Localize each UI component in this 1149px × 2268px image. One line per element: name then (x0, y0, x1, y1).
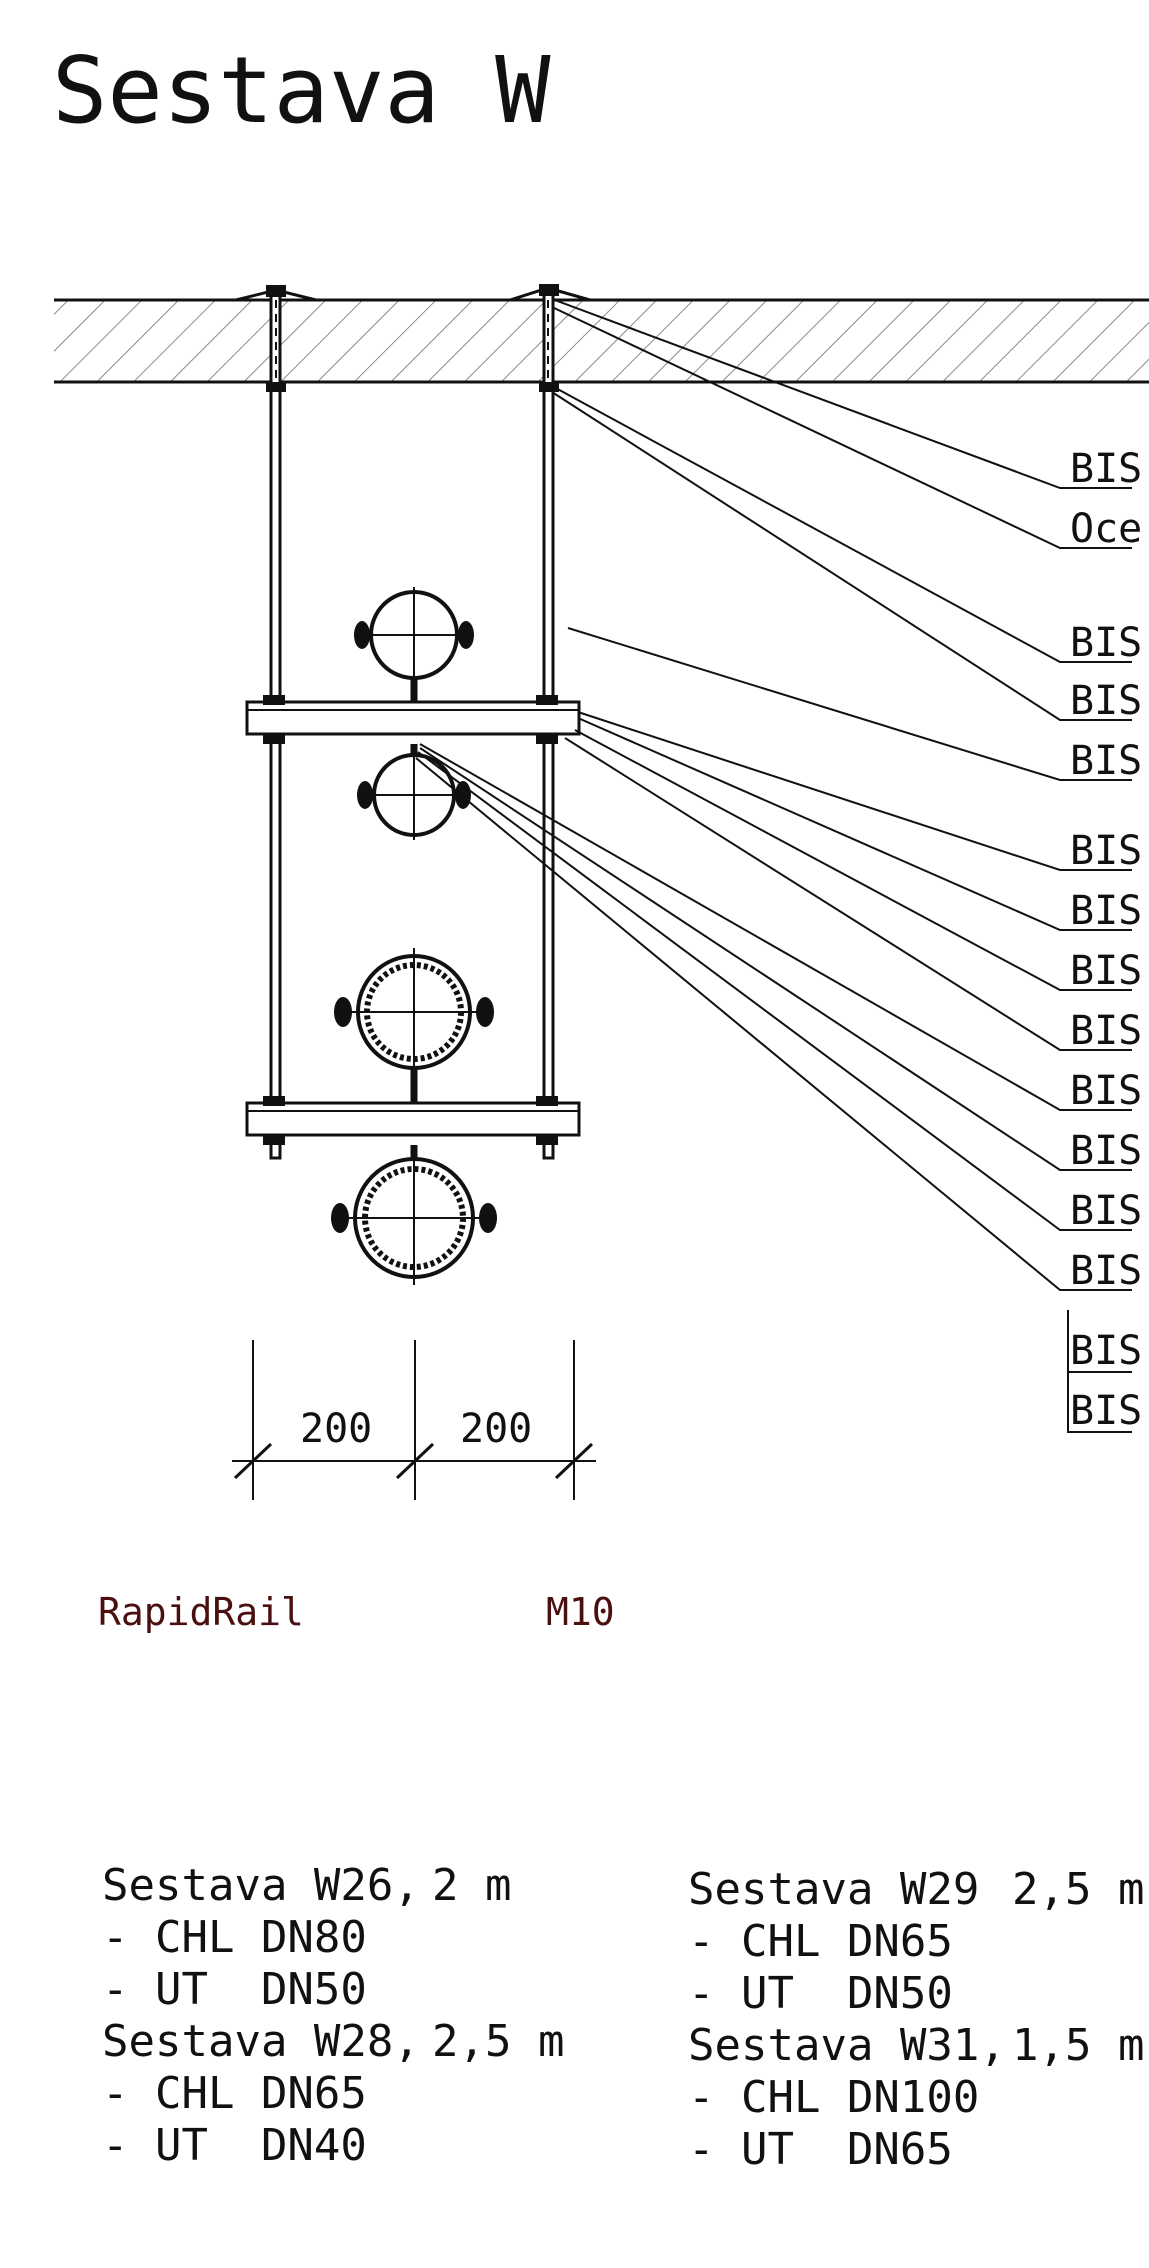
rapidrail-upper (245, 695, 581, 744)
spec-name: Sestava W28, (102, 2016, 420, 2067)
rapidrail-lower (245, 1096, 581, 1145)
spec-name: Sestava W26, (102, 1860, 420, 1911)
rail-product-label: RapidRail (98, 1590, 304, 1634)
page-title: Sestava W (52, 37, 551, 144)
spec-block-right: Sestava W29 2,5 m - CHL DN65 - UT DN50 S… (688, 1864, 1144, 2175)
pipe-clamp-1 (354, 587, 474, 702)
leader-label: BIS (1070, 948, 1142, 994)
leader-lines (415, 298, 1132, 1433)
dimension-value: 200 (460, 1406, 532, 1452)
leader-label: BIS (1070, 620, 1142, 666)
ceiling-slab (54, 298, 1149, 384)
spec-length: 2,5 m (1012, 1864, 1144, 1915)
spec-line: - CHL DN100 (688, 2072, 979, 2123)
pipe-clamp-2 (357, 744, 471, 840)
leader-label: BIS (1070, 1188, 1142, 1234)
spec-line: - UT DN65 (688, 2124, 953, 2175)
dimension-lines (232, 1340, 596, 1500)
spec-line: - UT DN50 (688, 1968, 953, 2019)
spec-length: 1,5 m (1012, 2020, 1144, 2071)
spec-line: - CHL DN80 (102, 1912, 367, 1963)
leader-label: BIS (1070, 1068, 1142, 1114)
spec-line: - CHL DN65 (102, 2068, 367, 2119)
leader-label: BIS (1070, 1008, 1142, 1054)
leader-label: BIS (1070, 828, 1142, 874)
dimension-value: 200 (300, 1406, 372, 1452)
spec-line: - UT DN50 (102, 1964, 367, 2015)
spec-name: Sestava W31, (688, 2020, 1006, 2071)
leader-label: BIS (1070, 1328, 1142, 1374)
leader-label: BIS (1070, 446, 1142, 492)
spec-length: 2,5 m (432, 2016, 564, 2067)
leader-label: BIS (1070, 1388, 1142, 1434)
rod-product-label: M10 (546, 1590, 615, 1634)
leader-label: Oce (1070, 506, 1142, 552)
leader-label: BIS (1070, 1128, 1142, 1174)
leader-label: BIS (1070, 1248, 1142, 1294)
leader-label-group: BIS Oce BIS BIS BIS BIS BIS BIS BIS BIS … (1070, 446, 1142, 1434)
spec-name: Sestava W29 (688, 1864, 979, 1915)
spec-length: 2 m (432, 1860, 511, 1911)
leader-label: BIS (1070, 888, 1142, 934)
spec-line: - CHL DN65 (688, 1916, 953, 1967)
pipe-clamp-4 (331, 1145, 497, 1285)
pipe-clamp-3 (334, 948, 494, 1103)
spec-block-left: Sestava W26, 2 m - CHL DN80 - UT DN50 Se… (102, 1860, 564, 2171)
spec-line: - UT DN40 (102, 2120, 367, 2171)
leader-label: BIS (1070, 678, 1142, 724)
leader-label: BIS (1070, 738, 1142, 784)
